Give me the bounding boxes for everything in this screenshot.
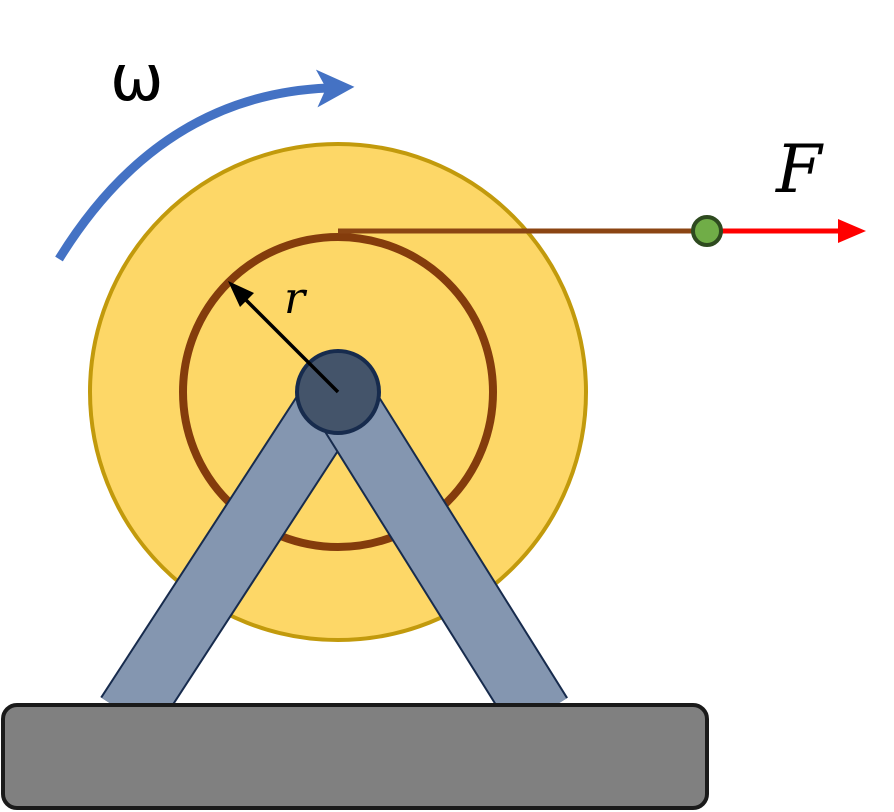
omega-arrow	[55, 69, 355, 262]
omega-label: ω	[110, 42, 164, 116]
force-arrow-head	[838, 219, 866, 243]
inner-drum-ring	[179, 233, 497, 551]
base-platform	[1, 703, 709, 810]
stand-leg-left	[102, 375, 364, 732]
radius-arrow-shaft	[244, 298, 340, 394]
rope-end-point	[691, 215, 723, 247]
radius-arrow-head	[228, 281, 254, 307]
stand-leg-right	[311, 375, 567, 732]
force-label: F	[775, 131, 824, 208]
radius-label: r	[284, 273, 308, 324]
